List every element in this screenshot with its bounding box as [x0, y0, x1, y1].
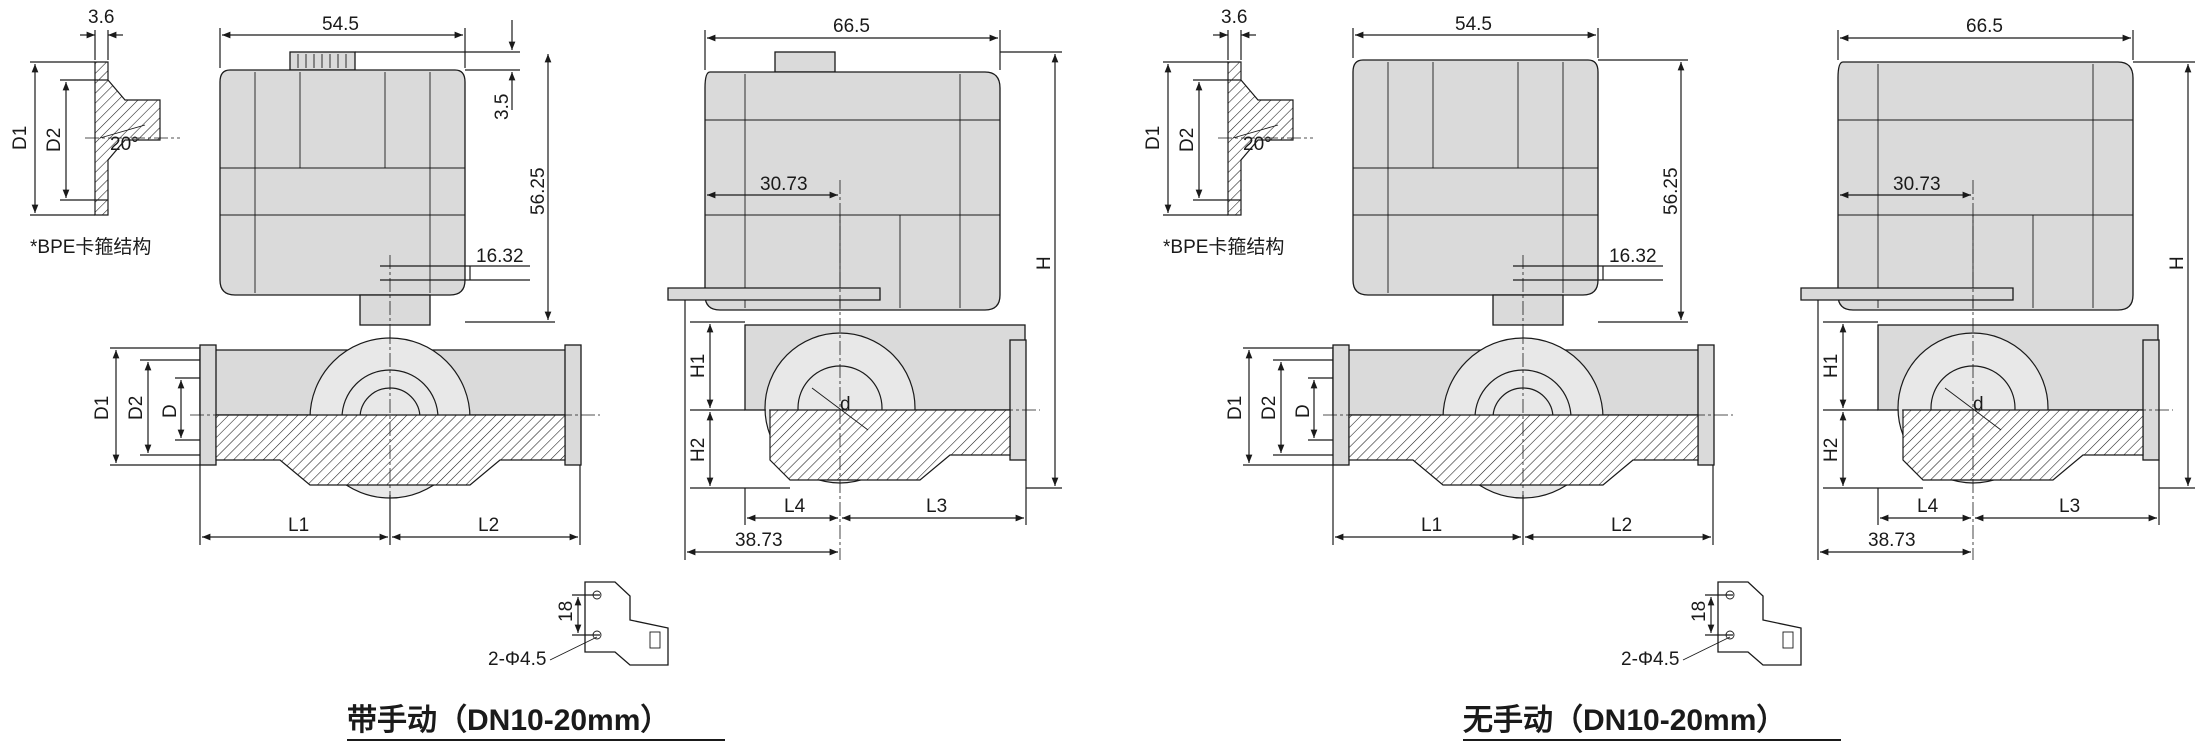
- side-h2-label: H2: [688, 438, 709, 462]
- front-height-label: 56.25: [528, 167, 549, 215]
- flange-d2-label: D2: [44, 128, 65, 152]
- len-l2-label: L2: [1611, 515, 1632, 536]
- front-view: 54.5 56.25 16.32 D1: [1225, 14, 1733, 545]
- bracket-holes-label: 2-Φ4.5: [488, 649, 546, 670]
- side-axis-label: 30.73: [1893, 174, 1941, 195]
- knob-height-label: 3.5: [492, 94, 513, 120]
- side-view: d 66.5 30.73 H H1 H2 L4 L3: [1800, 16, 2195, 560]
- len-l2-label: L2: [478, 515, 499, 536]
- bpe-note: *BPE卡箍结构: [30, 236, 151, 258]
- valve-body-side: d: [1833, 180, 2173, 560]
- body-d2-label: D2: [1259, 396, 1280, 420]
- manual-knob-side: [774, 51, 836, 73]
- valve-body-side: d: [700, 180, 1040, 560]
- flange-thickness-label: 3.6: [1221, 7, 1247, 28]
- flange-angle-label: 20°: [110, 134, 139, 155]
- bpe-flange-detail: 3.6 D1 D2 20° *BPE卡箍结构: [10, 7, 180, 258]
- side-h1-label: H1: [1821, 354, 1842, 378]
- body-d-label: D: [160, 404, 181, 418]
- side-view: d 66.5 30.73 H H1 H2: [667, 16, 1062, 560]
- bpe-flange-detail: 3.6 D1 D2 20° *BPE卡箍结构: [1143, 7, 1313, 258]
- front-width-label: 54.5: [322, 14, 359, 35]
- len-l1-label: L1: [288, 515, 309, 536]
- side-width-label: 66.5: [833, 16, 870, 37]
- caption-with-manual: 带手动（DN10-20mm）: [347, 703, 670, 737]
- side-width-label: 66.5: [1966, 16, 2003, 37]
- len-l3-label: L3: [926, 496, 947, 517]
- total-height-label: H: [1034, 256, 1055, 270]
- len-l1-label: L1: [1421, 515, 1442, 536]
- caption-without-manual: 无手动（DN10-20mm）: [1463, 703, 1786, 737]
- side-h2-label: H2: [1821, 438, 1842, 462]
- body-d1-label: D1: [1225, 396, 1246, 420]
- axis-offset-label: 16.32: [476, 246, 524, 267]
- drawing-set-with-manual: 3.6 D1 D2 20° *BPE卡箍结构: [10, 7, 1062, 741]
- total-height-label: H: [2167, 256, 2188, 270]
- front-height-label: 56.25: [1661, 167, 1682, 215]
- side-axis-label: 30.73: [760, 174, 808, 195]
- flange-d1-label: D1: [10, 126, 31, 150]
- drawing-set-without-manual: 3.6 D1 D2 20° *BPE卡箍结构 54.: [1143, 7, 2195, 741]
- axis-offset-label: 16.32: [1609, 246, 1657, 267]
- side-offset-label: 38.73: [735, 530, 783, 551]
- flange-d2-label: D2: [1177, 128, 1198, 152]
- valve-body-front: [1323, 330, 1733, 499]
- len-l3-label: L3: [2059, 496, 2080, 517]
- flange-angle-label: 20°: [1243, 134, 1272, 155]
- bracket-detail: 18 2-Φ4.5: [1621, 581, 1802, 670]
- bore-d-label: d: [1973, 394, 1984, 415]
- side-offset-label: 38.73: [1868, 530, 1916, 551]
- bracket-height-label: 18: [1689, 601, 1710, 622]
- manual-knob: [289, 51, 356, 71]
- front-width-label: 54.5: [1455, 14, 1492, 35]
- flange-d1-label: D1: [1143, 126, 1164, 150]
- len-l4-label: L4: [1917, 496, 1939, 517]
- side-h1-label: H1: [688, 354, 709, 378]
- body-d-label: D: [1293, 404, 1314, 418]
- bracket-holes-label: 2-Φ4.5: [1621, 649, 1679, 670]
- bracket-height-label: 18: [556, 601, 577, 622]
- len-l4-label: L4: [784, 496, 806, 517]
- bpe-note: *BPE卡箍结构: [1163, 236, 1284, 258]
- body-d1-label: D1: [92, 396, 113, 420]
- bore-d-label: d: [840, 394, 851, 415]
- bracket-detail: 18 2-Φ4.5: [488, 581, 669, 670]
- body-d2-label: D2: [126, 396, 147, 420]
- knob-ridges: [297, 54, 347, 68]
- flange-thickness-label: 3.6: [88, 7, 114, 28]
- valve-body-front: [190, 330, 600, 499]
- front-view: 54.5 3.5 56.25 16.32: [92, 14, 600, 545]
